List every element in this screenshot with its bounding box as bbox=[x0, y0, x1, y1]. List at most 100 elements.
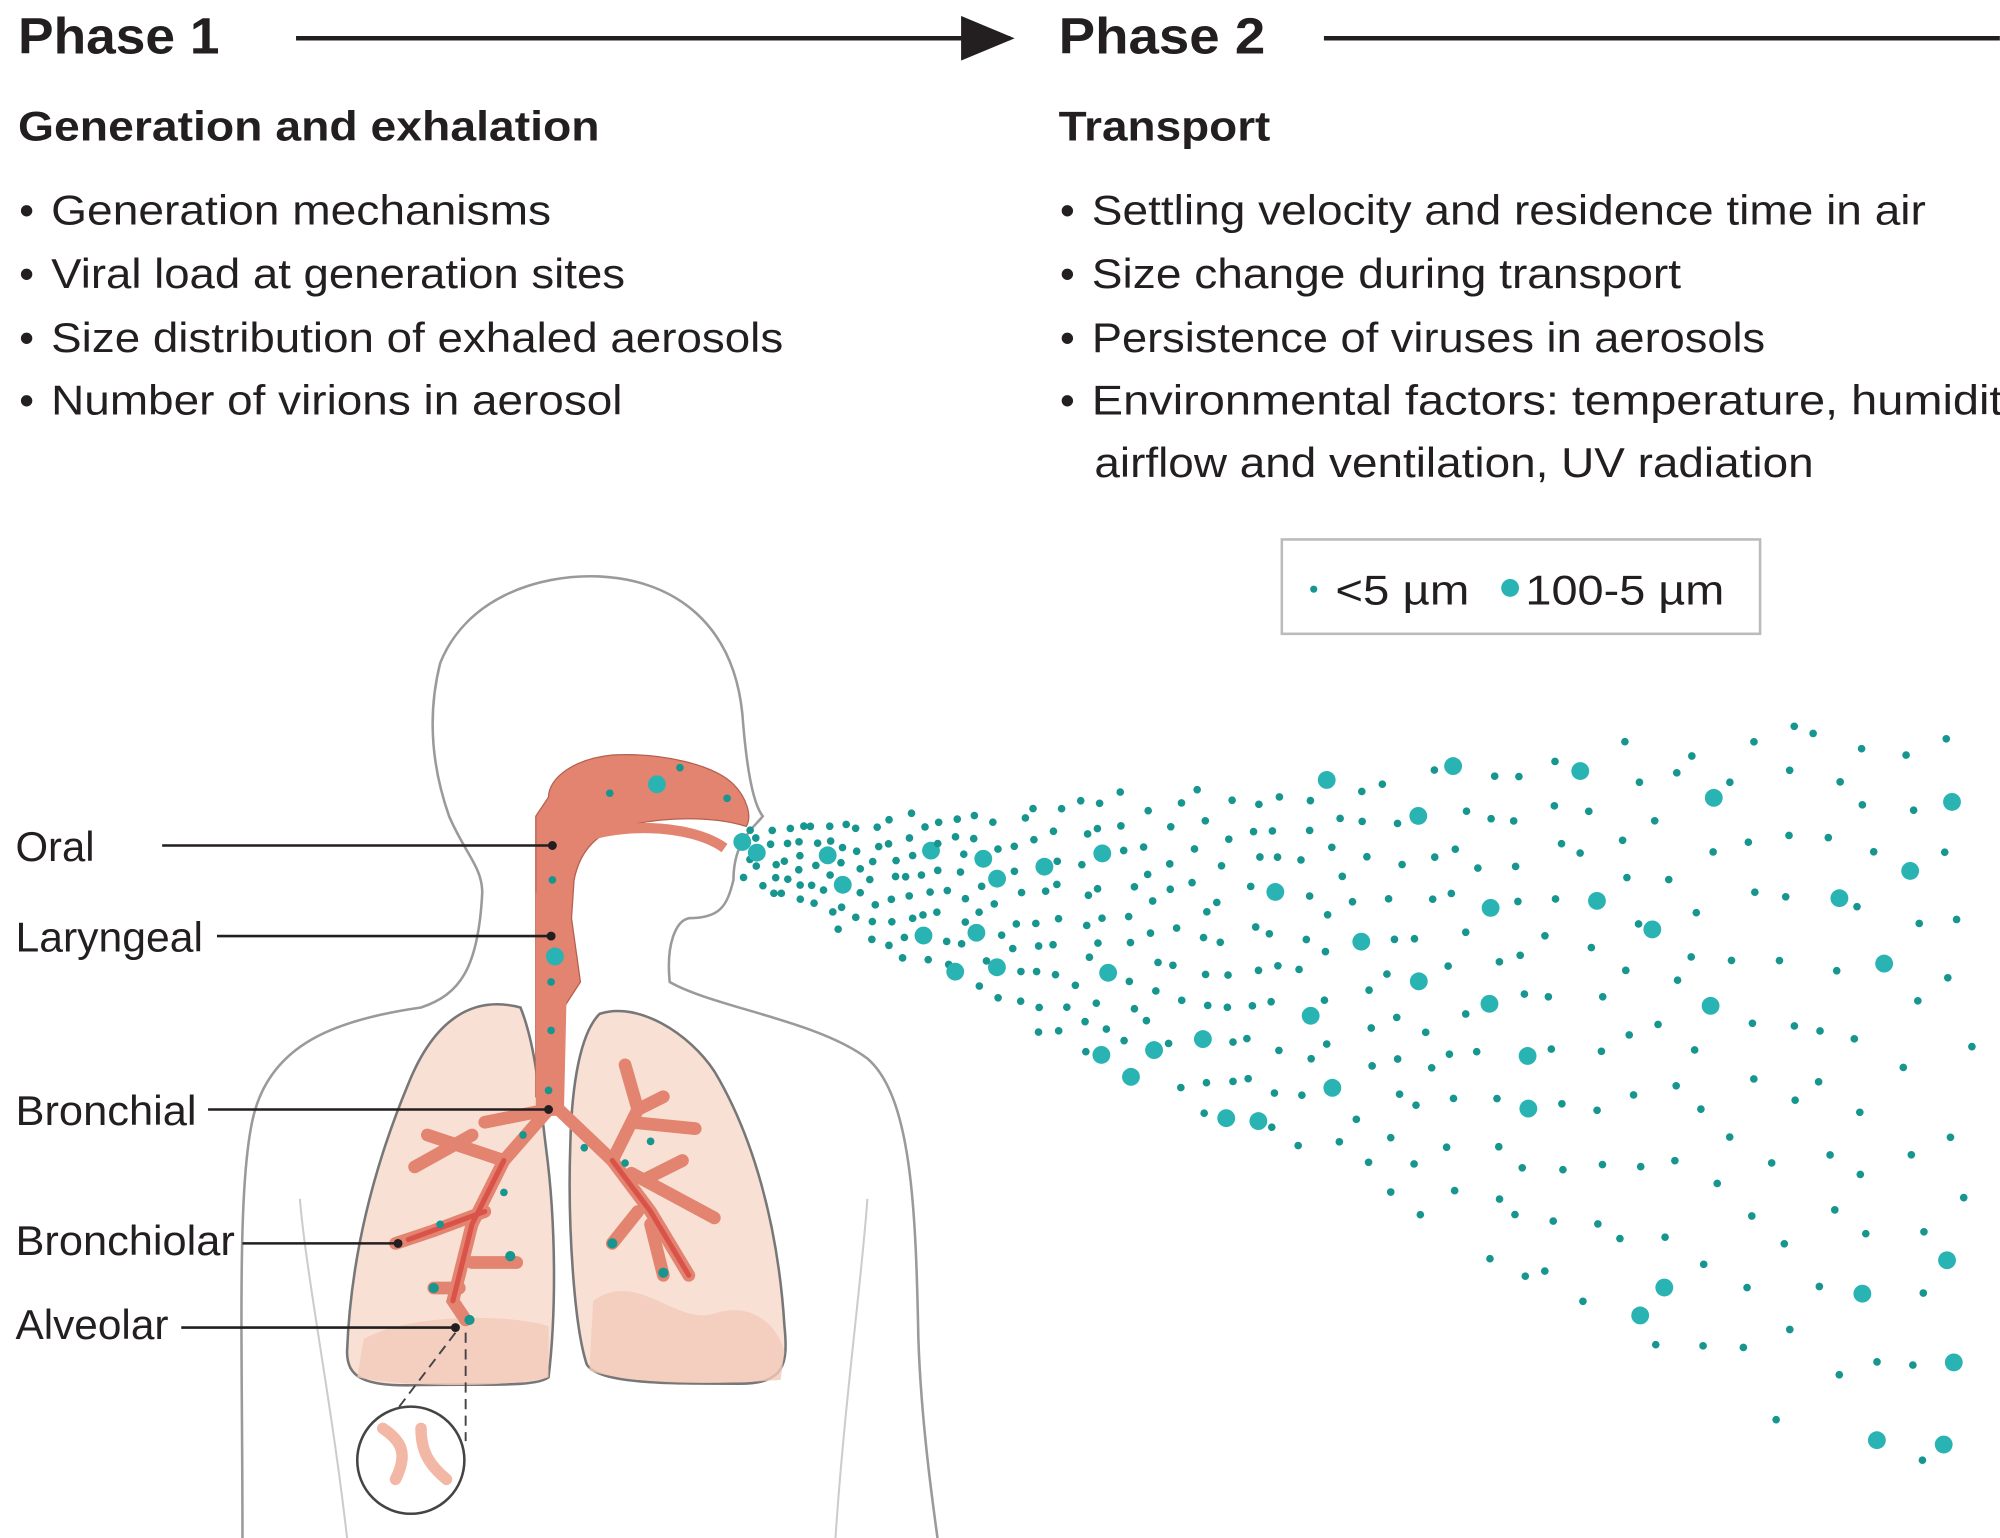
aerosol-large-particle bbox=[1875, 954, 1894, 973]
aerosol-large-particle bbox=[1938, 1251, 1956, 1270]
aerosol-small-particle bbox=[1212, 898, 1221, 907]
aerosol-small-particle bbox=[1010, 842, 1019, 851]
aerosol-small-particle bbox=[905, 892, 914, 900]
aerosol-large-particle bbox=[974, 849, 993, 868]
label-bronchiolar: Bronchiolar bbox=[15, 1217, 234, 1264]
aerosol-large-particle bbox=[1122, 1067, 1140, 1086]
aerosol-large-particle bbox=[1588, 891, 1606, 910]
aerosol-small-particle bbox=[1750, 738, 1758, 746]
aerosol-small-particle bbox=[1785, 831, 1793, 840]
aerosol-small-particle bbox=[1255, 800, 1263, 809]
aerosol-small-particle bbox=[1461, 1010, 1470, 1018]
aerosol-small-particle bbox=[1775, 956, 1784, 965]
aerosol-small-particle bbox=[1743, 1283, 1751, 1292]
aerosol-small-particle bbox=[1265, 929, 1274, 938]
bullet-dot: • bbox=[19, 376, 34, 423]
aerosol-small-particle bbox=[1697, 1105, 1705, 1113]
aerosol-small-particle bbox=[1021, 814, 1030, 822]
label-bronchial: Bronchial bbox=[15, 1087, 196, 1134]
label-laryngeal: Laryngeal bbox=[15, 913, 202, 960]
aerosol-small-particle bbox=[1959, 1193, 1968, 1202]
aerosol-small-particle bbox=[908, 851, 917, 860]
aerosol-small-particle bbox=[825, 822, 834, 831]
aerosol-small-particle bbox=[1188, 878, 1196, 887]
aerosol-small-particle bbox=[1148, 897, 1157, 905]
aerosol-small-particle bbox=[1364, 1158, 1373, 1167]
aerosol-small-particle bbox=[752, 862, 761, 870]
aerosol-small-particle bbox=[1130, 883, 1139, 891]
aerosol-small-particle bbox=[768, 826, 777, 835]
aerosol-small-particle bbox=[957, 940, 966, 948]
aerosol-small-particle bbox=[810, 899, 818, 907]
aerosol-small-particle bbox=[1321, 947, 1330, 956]
aerosol-small-particle bbox=[1201, 816, 1210, 825]
aerosol-small-particle bbox=[1909, 806, 1918, 815]
aerosol-small-particle bbox=[1016, 997, 1025, 1006]
trachea bbox=[535, 892, 569, 1116]
airway bbox=[389, 754, 750, 1327]
phase1-bullet-list: • Generation mechanisms • Viral load at … bbox=[19, 186, 783, 423]
aerosol-small-particle bbox=[1472, 1047, 1481, 1056]
aerosol-small-particle bbox=[812, 861, 820, 870]
aerosol-small-particle bbox=[1120, 1036, 1128, 1045]
aerosol-small-particle bbox=[1780, 1239, 1789, 1248]
aerosol-small-particle bbox=[783, 839, 792, 848]
aerosol-small-particle bbox=[1623, 873, 1631, 882]
aerosol-small-particle bbox=[1267, 1123, 1276, 1132]
aerosol-small-particle bbox=[969, 834, 978, 843]
aerosol-small-particle bbox=[1809, 729, 1817, 738]
aerosol-small-particle bbox=[1907, 1150, 1916, 1159]
aerosol-small-particle bbox=[1246, 882, 1255, 891]
aerosol-small-particle bbox=[1690, 1046, 1699, 1054]
aerosol-small-particle bbox=[1430, 853, 1439, 861]
aerosol-small-particle bbox=[905, 834, 914, 842]
aerosol-small-particle bbox=[1587, 943, 1596, 952]
aerosol-small-particle bbox=[1616, 1234, 1624, 1243]
aerosol-small-particle bbox=[796, 881, 804, 889]
aerosol-small-particle bbox=[1625, 1031, 1634, 1039]
aerosol-small-particle bbox=[1598, 992, 1607, 1001]
aerosol-small-particle bbox=[1445, 1050, 1454, 1058]
aerosol-small-particle bbox=[953, 815, 962, 823]
aerosol-small-particle bbox=[1228, 796, 1236, 805]
aerosol-small-particle bbox=[994, 993, 1002, 1002]
aerosol-small-particle bbox=[800, 822, 808, 830]
aerosol-small-particle bbox=[837, 858, 845, 867]
legend-small-label: <5 µm bbox=[1335, 566, 1469, 613]
aerosol-small-particle bbox=[1034, 1028, 1043, 1036]
aerosol-large-particle bbox=[1444, 757, 1463, 775]
bullet-dot: • bbox=[1060, 314, 1075, 361]
airway-particles bbox=[428, 763, 731, 1326]
phase1-subtitle: Generation and exhalation bbox=[18, 102, 600, 149]
aerosol-small-particle bbox=[1593, 1106, 1601, 1115]
aerosol-small-particle bbox=[794, 865, 803, 874]
aerosol-small-particle bbox=[1053, 880, 1061, 889]
aerosol-small-particle bbox=[1201, 970, 1210, 979]
left-lung bbox=[345, 1003, 556, 1387]
aerosol-small-particle bbox=[1421, 1028, 1430, 1037]
aerosol-small-particle bbox=[1672, 769, 1681, 777]
aerosol-small-particle bbox=[1143, 870, 1152, 879]
aerosol-small-particle bbox=[1687, 953, 1696, 961]
aerosol-small-particle bbox=[1268, 827, 1277, 835]
aerosol-small-particle bbox=[1092, 999, 1101, 1007]
aerosol-small-particle bbox=[1430, 766, 1439, 774]
aerosol-large-particle bbox=[1901, 861, 1920, 880]
aerosol-small-particle bbox=[1032, 967, 1041, 976]
aerosol-small-particle bbox=[1383, 970, 1391, 978]
aerosol-small-particle bbox=[961, 894, 970, 903]
aerosol-small-particle bbox=[766, 840, 775, 849]
mouth-tract bbox=[571, 822, 728, 853]
aerosol-small-particle bbox=[826, 837, 835, 845]
aerosol-small-particle bbox=[1515, 772, 1523, 781]
aerosol-small-particle bbox=[1902, 751, 1910, 759]
aerosol-small-particle bbox=[1116, 788, 1125, 796]
aerosol-small-particle bbox=[1386, 1188, 1395, 1196]
aerosol-small-particle bbox=[1621, 737, 1629, 746]
aerosol-small-particle bbox=[1621, 966, 1630, 975]
exhaled-aerosol-cloud bbox=[733, 722, 1976, 1465]
aerosol-small-particle bbox=[1968, 1042, 1976, 1051]
aerosol-large-particle bbox=[946, 962, 965, 981]
aerosol-large-particle bbox=[1655, 1278, 1674, 1297]
phase1-bullet: Generation mechanisms bbox=[51, 186, 551, 233]
